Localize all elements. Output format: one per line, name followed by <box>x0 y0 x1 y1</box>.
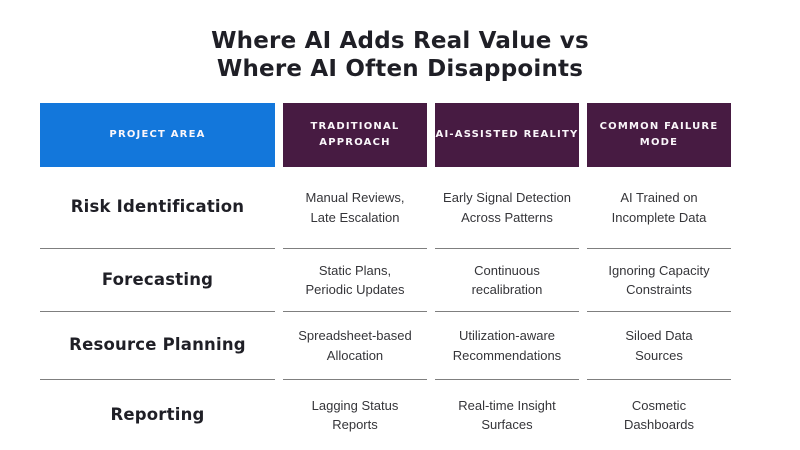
cell-common-failure-mode: Cosmetic Dashboards <box>623 397 695 433</box>
cell-ai-assisted-reality: Real-time Insight Surfaces <box>458 397 556 433</box>
cell-traditional-approach: Static Plans, Periodic Updates <box>283 249 427 313</box>
cell-traditional-approach: Lagging Status Reports <box>311 397 399 433</box>
column-header-project-area: PROJECT AREA <box>40 103 275 168</box>
cell-traditional-approach: Manual Reviews, Late Escalation <box>283 167 427 250</box>
comparison-table: PROJECT AREA TRADITIONAL APPROACH AI-ASS… <box>40 103 731 450</box>
cell-ai-assisted-reality: Continuous recalibration <box>435 249 579 313</box>
row-label: Forecasting <box>40 249 275 313</box>
column-header-ai-assisted-reality: AI-ASSISTED REALITY <box>435 103 579 168</box>
cell-common-failure-mode: Ignoring Capacity Constraints <box>587 249 731 313</box>
row-label: Reporting <box>110 404 205 424</box>
cell-traditional-approach: Spreadsheet-based Allocation <box>283 312 427 381</box>
page-title: Where AI Adds Real Value vs Where AI Oft… <box>211 28 589 83</box>
column-header-traditional-approach: TRADITIONAL APPROACH <box>283 103 427 168</box>
cell-common-failure-mode: AI Trained on Incomplete Data <box>587 167 731 250</box>
column-header-common-failure-mode: COMMON FAILURE MODE <box>587 103 731 168</box>
row-label: Risk Identification <box>40 167 275 250</box>
cell-ai-assisted-reality: Utilization-aware Recommendations <box>435 312 579 381</box>
cell-ai-assisted-reality: Early Signal Detection Across Patterns <box>435 167 579 250</box>
row-label: Resource Planning <box>40 312 275 381</box>
cell-common-failure-mode: Siloed Data Sources <box>587 312 731 381</box>
